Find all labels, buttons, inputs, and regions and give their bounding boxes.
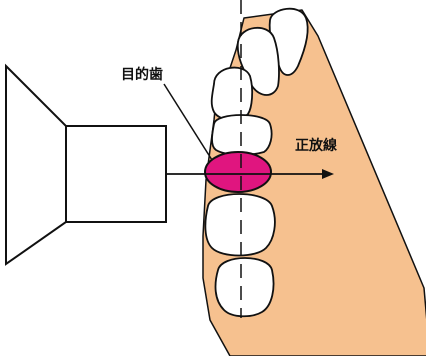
tooth-below-target: [204, 193, 276, 257]
target-tooth: [204, 151, 272, 193]
target-tooth-label: 目的歯: [121, 66, 163, 83]
xray-tube-icon: [5, 63, 167, 266]
xray-housing: [65, 125, 167, 223]
target-tooth-leader-line: [163, 83, 213, 161]
arrowhead-icon: [322, 169, 334, 179]
tooth-middle: [210, 66, 254, 121]
xray-cone: [5, 63, 67, 266]
tooth-bottom: [214, 257, 275, 318]
central-ray-label: 正放線: [295, 137, 337, 154]
tooth-above-target: [211, 114, 273, 156]
